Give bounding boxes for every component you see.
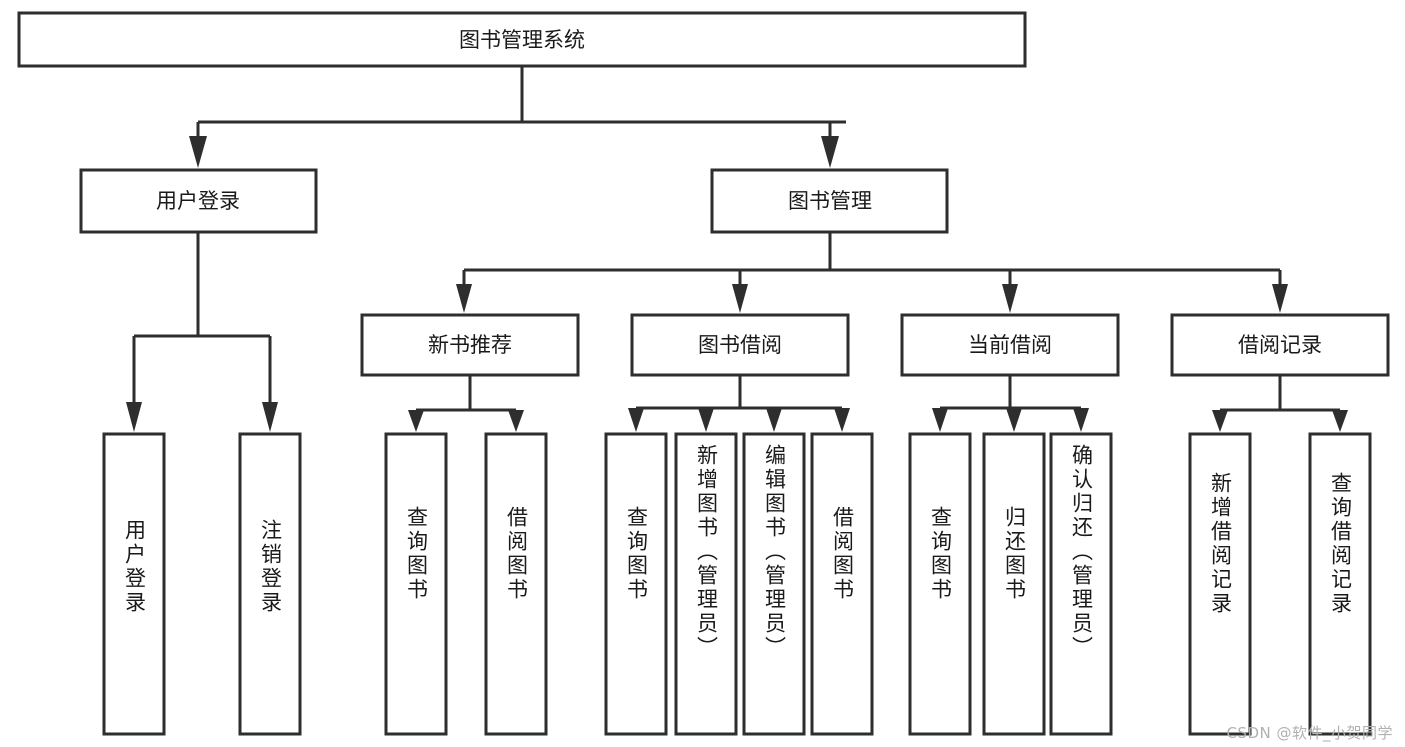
node-book-borrow-box[interactable] — [630, 313, 850, 377]
node-current-borrow-box[interactable] — [900, 313, 1120, 377]
arrow-head-leaf-confirm-return — [1073, 408, 1089, 432]
node-borrow-record-label: 借阅记录 — [1238, 333, 1322, 357]
connector-group-book-borrow-to-leaves — [628, 375, 850, 432]
arrow-head-leaf-query-book-3 — [932, 408, 948, 432]
arrow-head-leaf-borrow-book-2 — [834, 408, 850, 432]
connector-group-current-borrow-to-leaves — [932, 375, 1089, 432]
node-leaf-add-book-box[interactable] — [674, 432, 738, 736]
node-user-login-box[interactable] — [79, 168, 318, 234]
node-book-management-box[interactable] — [710, 168, 949, 234]
node-book-management-label: 图书管理 — [788, 189, 872, 213]
arrow-head-current-borrow — [1002, 284, 1018, 313]
leaf-box-group — [102, 432, 1372, 736]
arrow-head-book-borrow — [732, 284, 748, 313]
arrow-head-leaf-add-record — [1212, 410, 1228, 432]
node-book-management[interactable]: 图书管理 — [710, 168, 949, 234]
node-leaf-borrow-book-1-box[interactable] — [484, 432, 548, 736]
node-leaf-query-book-2-box[interactable] — [604, 432, 668, 736]
arrow-head-leaf-user-login — [126, 402, 142, 432]
node-leaf-borrow-book-2-box[interactable] — [810, 432, 874, 736]
node-leaf-confirm-return-box[interactable] — [1049, 432, 1113, 736]
node-new-book-recommend[interactable]: 新书推荐 — [360, 313, 580, 377]
node-new-book-recommend-box[interactable] — [360, 313, 580, 377]
node-leaf-user-logout-box[interactable] — [238, 432, 302, 736]
node-borrow-record-box[interactable] — [1170, 313, 1390, 377]
node-root-box[interactable] — [17, 11, 1027, 68]
arrow-head-leaf-query-record — [1332, 410, 1348, 432]
node-user-login-label: 用户登录 — [156, 189, 240, 213]
watermark-text: CSDN @软件_小贺同学 — [1226, 724, 1393, 742]
arrow-head-leaf-add-book — [698, 408, 714, 432]
node-root-label: 图书管理系统 — [459, 28, 585, 52]
connector-group-borrow-record-to-leaves — [1212, 375, 1348, 432]
arrow-head-user-login — [189, 136, 207, 168]
node-leaf-return-book-box[interactable] — [982, 432, 1046, 736]
arrow-head-leaf-query-book-2 — [628, 408, 644, 432]
node-leaf-query-book-3-box[interactable] — [908, 432, 972, 736]
connector-group-new-book-recommend-to-leaves — [408, 375, 524, 432]
arrow-head-borrow-record — [1272, 284, 1288, 313]
connector-group-book-management-to-level3 — [456, 232, 1288, 313]
arrow-head-leaf-return-book — [1006, 408, 1022, 432]
node-leaf-user-login-box[interactable] — [102, 432, 166, 736]
node-root[interactable]: 图书管理系统 — [17, 11, 1027, 68]
node-current-borrow-label: 当前借阅 — [968, 333, 1052, 357]
connector-group-user-login-to-leaves — [126, 232, 278, 432]
node-new-book-recommend-label: 新书推荐 — [428, 333, 512, 357]
connector-group-root-to-level2 — [189, 66, 846, 168]
node-leaf-query-record-box[interactable] — [1308, 432, 1372, 736]
arrow-head-book-management — [821, 136, 839, 168]
arrow-head-leaf-borrow-book-1 — [508, 410, 524, 432]
arrow-head-new-book-recommend — [456, 284, 472, 313]
node-book-borrow[interactable]: 图书借阅 — [630, 313, 850, 377]
node-leaf-edit-book-box[interactable] — [742, 432, 806, 736]
node-book-borrow-label: 图书借阅 — [698, 333, 782, 357]
node-current-borrow[interactable]: 当前借阅 — [900, 313, 1120, 377]
node-leaf-query-book-1-box[interactable] — [384, 432, 448, 736]
arrow-head-leaf-query-book-1 — [408, 410, 424, 432]
arrow-head-leaf-edit-book — [766, 408, 782, 432]
node-borrow-record[interactable]: 借阅记录 — [1170, 313, 1390, 377]
arrow-head-leaf-user-logout — [262, 402, 278, 432]
node-user-login[interactable]: 用户登录 — [79, 168, 318, 234]
node-leaf-add-record-box[interactable] — [1188, 432, 1252, 736]
